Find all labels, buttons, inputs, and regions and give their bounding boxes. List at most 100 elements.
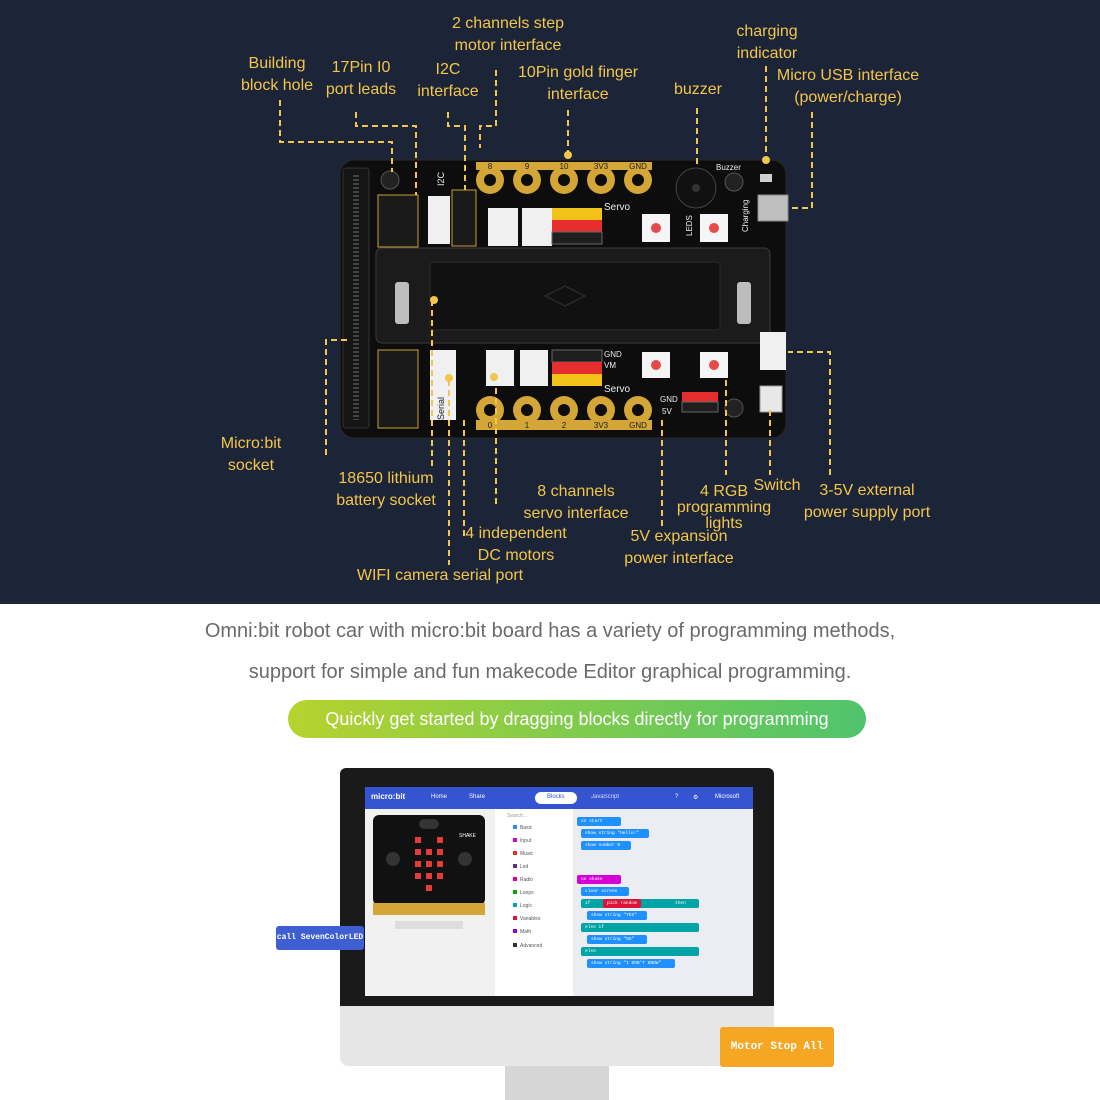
servo-header-bottom [551,349,603,386]
makecode-logo[interactable]: micro:bit [371,792,406,801]
block-pick-random[interactable]: pick random [603,899,641,908]
pin-label-top-3: 3V3 [594,162,609,171]
javascript-toggle-label[interactable]: JavaScript [591,794,620,800]
label-wifi-camera: WIFI camera serial port [356,567,524,584]
pin-label-top-0: 8 [488,162,493,171]
stepper-connector-1 [488,208,518,246]
category-math[interactable]: Math [513,929,531,935]
pin-label-top-4: GND [629,162,647,171]
block-show-dont-know[interactable]: show string "I DON'T KNOW" [587,959,675,968]
5v-expansion-header [681,392,719,413]
floating-block-motor-stop[interactable]: Motor Stop All [720,1027,834,1067]
label-switch: Switch [753,477,801,494]
block-show-yes[interactable]: show string "YES" [587,911,647,920]
caption-line-2: support for simple and fun makecode Edit… [248,661,852,683]
top-pin-row [476,162,652,194]
block-else[interactable]: else [581,947,699,956]
pin-label-top-2: 10 [560,162,569,171]
block-clear-screen[interactable]: clear screen [581,887,629,896]
category-advanced[interactable]: Advanced [513,943,542,949]
pin-label-bottom-0: 0 [488,421,493,430]
quick-start-banner: Quickly get started by dragging blocks d… [288,700,866,738]
category-led[interactable]: Led [513,864,528,870]
category-basic[interactable]: Basic [513,825,532,831]
board-label-leds-top: LEDS [685,215,694,236]
block-on-shake[interactable]: on shake [577,875,621,884]
pin-label-bottom-4: GND [629,421,647,430]
category-variables[interactable]: Variables [513,916,540,922]
board-label-vm: VM [604,361,616,370]
block-show-number[interactable]: show number 0 [581,841,631,850]
block-show-no[interactable]: show string "NO" [587,935,647,944]
block-else-if[interactable]: else if [581,923,699,932]
building-block-hole [380,170,400,190]
gear-icon[interactable]: ⚙ [693,795,699,801]
serial-connector [430,350,456,420]
category-input[interactable]: Input [513,838,531,844]
board-label-servo-bottom: Servo [604,384,631,395]
board-label-gnd: GND [604,350,622,359]
stepper-connector-2 [522,208,552,246]
leader-lines [279,66,831,565]
makecode-header: micro:bit Home Share Blocks JavaScript ?… [365,787,753,809]
board-label-buzzer: Buzzer [716,163,741,172]
i2c-connector [428,196,450,244]
category-logic[interactable]: Logic [513,903,532,909]
pin-label-top-1: 9 [525,162,530,171]
building-block-hole [724,398,744,418]
nav-home[interactable]: Home [431,794,448,800]
board-label-charging: Charging [741,200,750,232]
board-diagram: 8 9 10 3V3 GND 0 1 2 3V3 GND [279,66,831,565]
block-then[interactable]: then [671,899,695,908]
makecode-screen: micro:bit Home Share Blocks JavaScript ?… [365,787,753,996]
block-on-start[interactable]: on start [577,817,621,826]
battery-terminal-right [737,282,751,324]
pin-label-bottom-3: 3V3 [594,421,609,430]
label-buzzer: buzzer [673,81,723,98]
label-micro-usb: Micro USB interface(power/charge) [776,67,920,106]
microbit-simulator[interactable]: SHAKE [365,809,495,996]
microsoft-brand: Microsoft [715,794,740,800]
code-workspace[interactable]: on start show string "Hello!" show numbe… [573,809,753,996]
category-radio[interactable]: Radio [513,877,533,883]
nav-share[interactable]: Share [469,794,486,800]
category-music[interactable]: Music [513,851,533,857]
board-label-i2c: I2C [436,171,446,186]
blocks-toggle[interactable] [535,792,577,804]
board-label-5v: 5V [662,407,672,416]
floating-block-seven-color-led[interactable]: call SevenColorLED [276,926,364,950]
board-label-gnd-5v: GND [660,395,678,404]
caption-line-1: Omni:bit robot car with micro:bit board … [204,620,896,642]
block-show-string[interactable]: show string "Hello!" [581,829,649,838]
blocks-toggle-label: Blocks [547,794,565,800]
battery-terminal-left [395,282,409,324]
help-icon[interactable]: ? [675,794,679,800]
charging-led [760,174,772,182]
category-loops[interactable]: Loops [513,890,534,896]
board-label-servo-top: Servo [604,202,631,213]
monitor-chin [340,1006,774,1066]
power-switch[interactable] [759,385,783,413]
toolbox-search[interactable]: Search... [507,813,528,819]
building-block-hole [724,172,744,192]
pin-label-bottom-2: 2 [562,421,567,430]
pin-label-bottom-1: 1 [525,421,530,430]
servo-header-top [551,208,603,245]
diagram-panel: 8 9 10 3V3 GND 0 1 2 3V3 GND [0,0,1100,604]
motor-connector [486,350,514,386]
simulator-panel: SHAKE [365,809,495,996]
monitor-stand [505,1066,609,1100]
